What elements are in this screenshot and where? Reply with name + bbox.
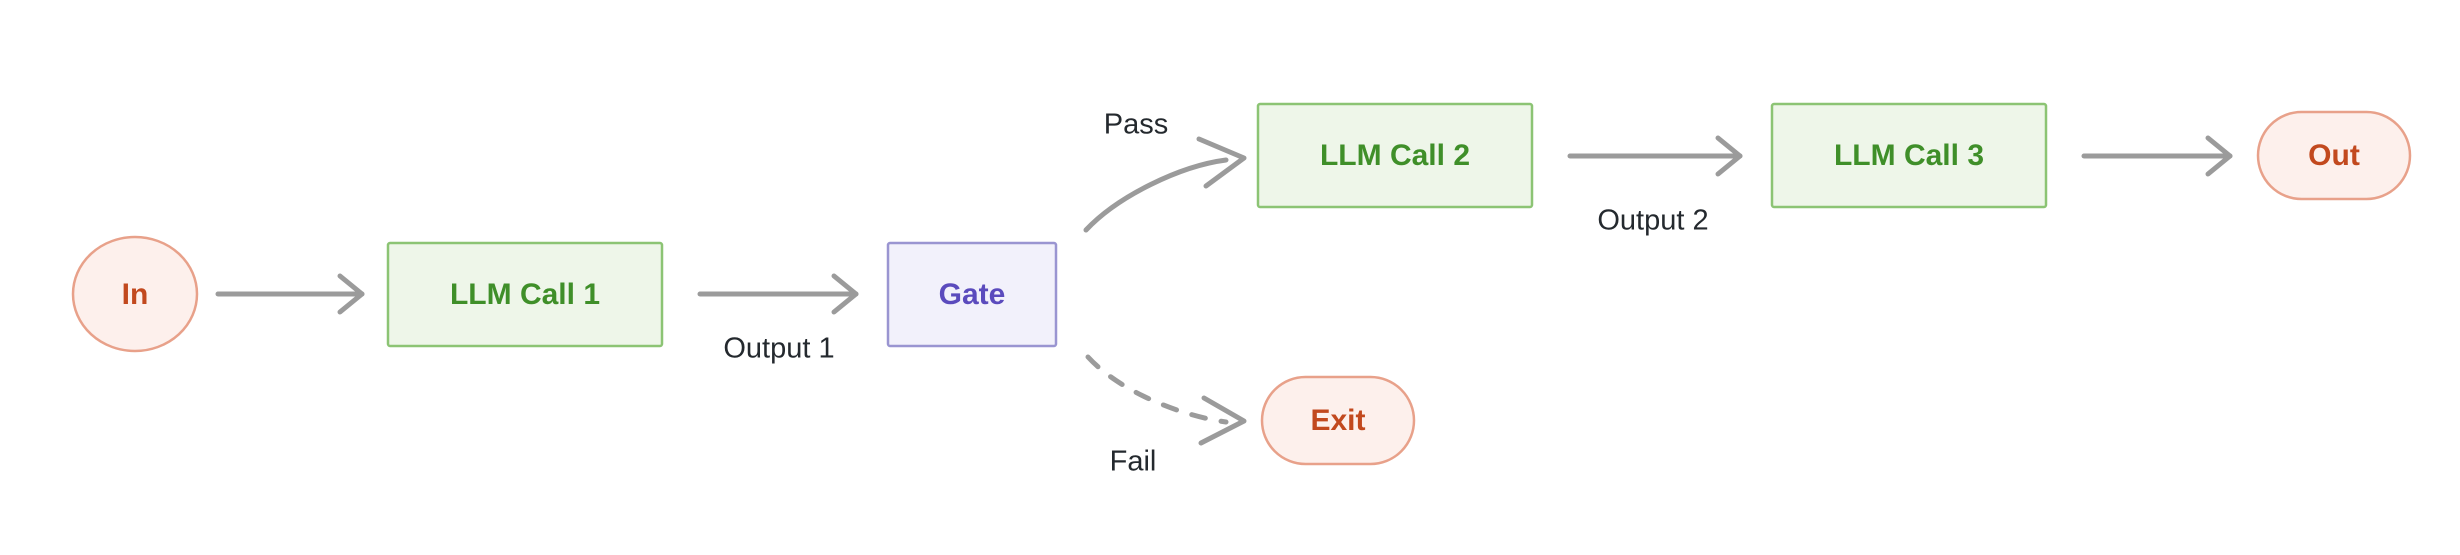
edge-in-to-llm1-arrowhead	[337, 273, 365, 315]
node-llm-call-1-label: LLM Call 1	[450, 278, 600, 311]
node-in-label: In	[122, 278, 149, 311]
edge-gate-to-exit-arrowhead	[1198, 395, 1247, 446]
node-exit[interactable]: Exit	[1260, 375, 1416, 466]
node-llm-call-1[interactable]: LLM Call 1	[386, 241, 664, 348]
edge-gate-to-llm2-arrowhead	[1196, 136, 1247, 189]
edge-in-to-llm1	[215, 273, 365, 315]
edge-layer: Output 1 Pass Fail Output 2	[215, 109, 2233, 478]
node-out[interactable]: Out	[2256, 110, 2412, 201]
node-out-label: Out	[2308, 139, 2360, 172]
node-llm-call-2[interactable]: LLM Call 2	[1256, 102, 1534, 209]
node-llm-call-3-shape[interactable]	[1770, 102, 2048, 209]
node-out-shape[interactable]	[2256, 110, 2412, 201]
node-in-shape[interactable]	[71, 235, 199, 353]
edge-label-output-1: Output 1	[723, 333, 834, 365]
node-gate-label: Gate	[939, 278, 1006, 311]
node-llm-call-2-shape[interactable]	[1256, 102, 1534, 209]
node-llm-call-3[interactable]: LLM Call 3	[1770, 102, 2048, 209]
edge-llm1-to-gate: Output 1	[697, 273, 859, 365]
edge-llm3-to-out	[2081, 135, 2233, 177]
node-in[interactable]: In	[71, 235, 199, 353]
edge-llm2-to-llm3: Output 2	[1567, 135, 1743, 237]
node-gate-shape[interactable]	[886, 241, 1058, 348]
node-layer: In LLM Call 1 Gate LLM Call 2 LLM Call 3	[71, 102, 2412, 466]
edge-label-fail: Fail	[1110, 446, 1157, 478]
node-exit-label: Exit	[1310, 404, 1365, 437]
edge-gate-to-exit-line	[1085, 354, 1229, 425]
edge-gate-to-exit: Fail	[1085, 354, 1247, 478]
edge-gate-to-llm2: Pass	[1083, 109, 1247, 233]
edge-llm1-to-gate-arrowhead	[831, 273, 859, 315]
node-llm-call-3-label: LLM Call 3	[1834, 139, 1984, 172]
node-llm-call-1-shape[interactable]	[386, 241, 664, 348]
edge-label-pass: Pass	[1104, 109, 1168, 141]
node-llm-call-2-label: LLM Call 2	[1320, 139, 1470, 172]
edge-label-output-2: Output 2	[1597, 205, 1708, 237]
node-gate[interactable]: Gate	[886, 241, 1058, 348]
edge-gate-to-llm2-line	[1083, 157, 1229, 233]
edge-llm3-to-out-arrowhead	[2205, 135, 2233, 177]
edge-llm2-to-llm3-arrowhead	[1715, 135, 1743, 177]
node-exit-shape[interactable]	[1260, 375, 1416, 466]
